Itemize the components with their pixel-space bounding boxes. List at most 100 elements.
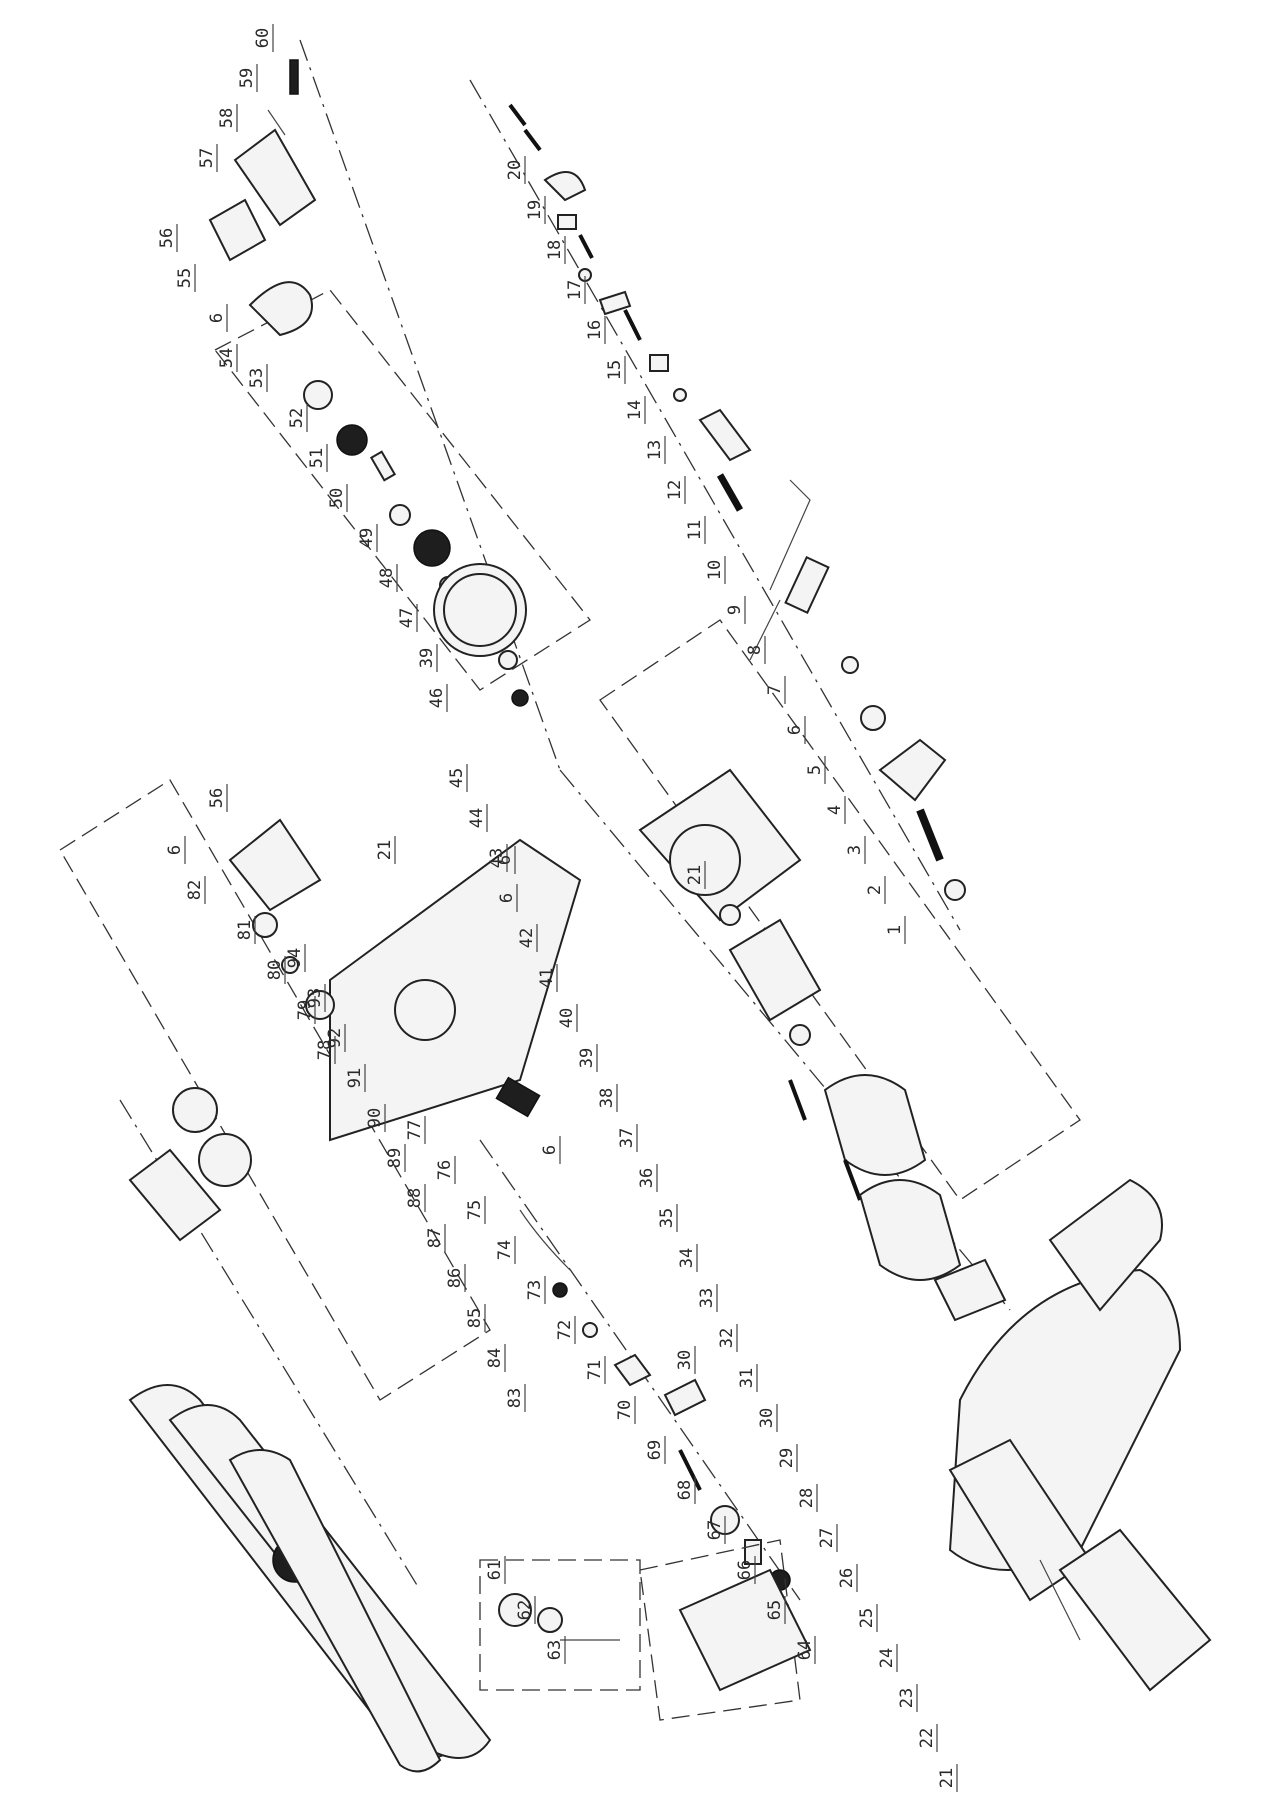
front-housing-group xyxy=(228,818,812,1721)
part-label-65: 65 xyxy=(765,1600,785,1620)
main-housing-group xyxy=(948,1178,1212,1692)
part-label-6: 6 xyxy=(785,725,805,735)
part-label-56: 56 xyxy=(157,228,177,248)
part-label-94: 94 xyxy=(285,948,305,968)
part-label-39: 39 xyxy=(577,1048,597,1068)
part-label-21: 21 xyxy=(937,1768,957,1788)
part-label-7: 7 xyxy=(765,685,785,695)
part-label-6: 6 xyxy=(165,845,185,855)
part-label-78: 78 xyxy=(315,1040,335,1060)
part-label-29: 29 xyxy=(777,1448,797,1468)
part-label-13: 13 xyxy=(645,440,665,460)
part-label-34: 34 xyxy=(677,1248,697,1268)
part-label-70: 70 xyxy=(615,1400,635,1420)
part-label-67: 67 xyxy=(705,1520,725,1540)
part-label-73: 73 xyxy=(525,1280,545,1300)
part-label-19: 19 xyxy=(525,200,545,220)
part-label-75: 75 xyxy=(465,1200,485,1220)
part-label-42: 42 xyxy=(517,928,537,948)
part-label-84: 84 xyxy=(485,1348,505,1368)
front-housing xyxy=(329,838,582,1142)
part-label-28: 28 xyxy=(797,1488,817,1508)
part-label-30: 30 xyxy=(757,1408,777,1428)
part-label-21: 21 xyxy=(375,840,395,860)
part-label-61: 61 xyxy=(485,1560,505,1580)
part-label-88: 88 xyxy=(405,1188,425,1208)
part-label-86: 86 xyxy=(445,1268,465,1288)
part-label-6: 6 xyxy=(540,1145,560,1155)
part-label-17: 17 xyxy=(565,280,585,300)
part-label-10: 10 xyxy=(705,560,725,580)
part-label-30: 30 xyxy=(675,1350,695,1370)
part-label-1: 1 xyxy=(885,925,905,935)
part-label-16: 16 xyxy=(585,320,605,340)
part-label-33: 33 xyxy=(697,1288,717,1308)
part-label-82: 82 xyxy=(185,880,205,900)
part-label-85: 85 xyxy=(465,1308,485,1328)
part-label-79: 79 xyxy=(295,1000,315,1020)
part-label-45: 45 xyxy=(447,768,467,788)
part-label-23: 23 xyxy=(897,1688,917,1708)
part-label-27: 27 xyxy=(817,1528,837,1548)
part-number-labels: 6059585756556545352515049484739464544436… xyxy=(157,24,958,1792)
part-label-44: 44 xyxy=(467,808,487,828)
part-label-58: 58 xyxy=(217,108,237,128)
part-label-5: 5 xyxy=(805,765,825,775)
part-label-64: 64 xyxy=(795,1640,815,1660)
part-label-59: 59 xyxy=(237,68,257,88)
part-label-57: 57 xyxy=(197,148,217,168)
stator-housing xyxy=(858,1179,962,1281)
part-label-21: 21 xyxy=(685,865,705,885)
part-label-63: 63 xyxy=(545,1640,565,1660)
part-label-55: 55 xyxy=(175,268,195,288)
part-label-62: 62 xyxy=(515,1600,535,1620)
part-label-47: 47 xyxy=(397,608,417,628)
part-label-4: 4 xyxy=(825,805,845,815)
part-label-56: 56 xyxy=(207,788,227,808)
part-label-91: 91 xyxy=(345,1068,365,1088)
gear-train-group xyxy=(208,39,591,771)
part-label-15: 15 xyxy=(605,360,625,380)
part-label-6: 6 xyxy=(495,855,515,865)
part-label-74: 74 xyxy=(495,1240,515,1260)
part-label-6: 6 xyxy=(497,893,517,903)
part-label-76: 76 xyxy=(435,1160,455,1180)
part-label-35: 35 xyxy=(657,1208,677,1228)
part-label-8: 8 xyxy=(745,645,765,655)
part-label-71: 71 xyxy=(585,1360,605,1380)
part-label-80: 80 xyxy=(265,960,285,980)
part-label-37: 37 xyxy=(617,1128,637,1148)
oil-tank xyxy=(678,1568,812,1692)
armature xyxy=(728,918,822,1022)
part-label-31: 31 xyxy=(737,1368,757,1388)
part-label-90: 90 xyxy=(365,1108,385,1128)
part-label-52: 52 xyxy=(287,408,307,428)
part-label-53: 53 xyxy=(247,368,267,388)
part-label-14: 14 xyxy=(625,400,645,420)
part-label-66: 66 xyxy=(735,1560,755,1580)
part-label-60: 60 xyxy=(253,28,273,48)
part-label-3: 3 xyxy=(845,845,865,855)
switch-cord-group xyxy=(469,79,966,931)
part-label-2: 2 xyxy=(865,885,885,895)
part-label-11: 11 xyxy=(685,520,705,540)
part-label-41: 41 xyxy=(537,968,557,988)
part-label-69: 69 xyxy=(645,1440,665,1460)
part-label-48: 48 xyxy=(377,568,397,588)
part-label-22: 22 xyxy=(917,1728,937,1748)
part-label-81: 81 xyxy=(235,920,255,940)
part-label-46: 46 xyxy=(427,688,447,708)
part-label-89: 89 xyxy=(385,1148,405,1168)
part-label-54: 54 xyxy=(217,348,237,368)
field-coil xyxy=(823,1074,927,1176)
part-label-43: 43 xyxy=(487,848,507,868)
part-label-51: 51 xyxy=(307,448,327,468)
part-label-50: 50 xyxy=(327,488,347,508)
motor-group xyxy=(559,619,1081,1322)
part-label-26: 26 xyxy=(837,1568,857,1588)
part-label-24: 24 xyxy=(877,1648,897,1668)
chain-bar-group xyxy=(59,779,492,1773)
part-label-87: 87 xyxy=(425,1228,445,1248)
part-label-25: 25 xyxy=(857,1608,877,1628)
